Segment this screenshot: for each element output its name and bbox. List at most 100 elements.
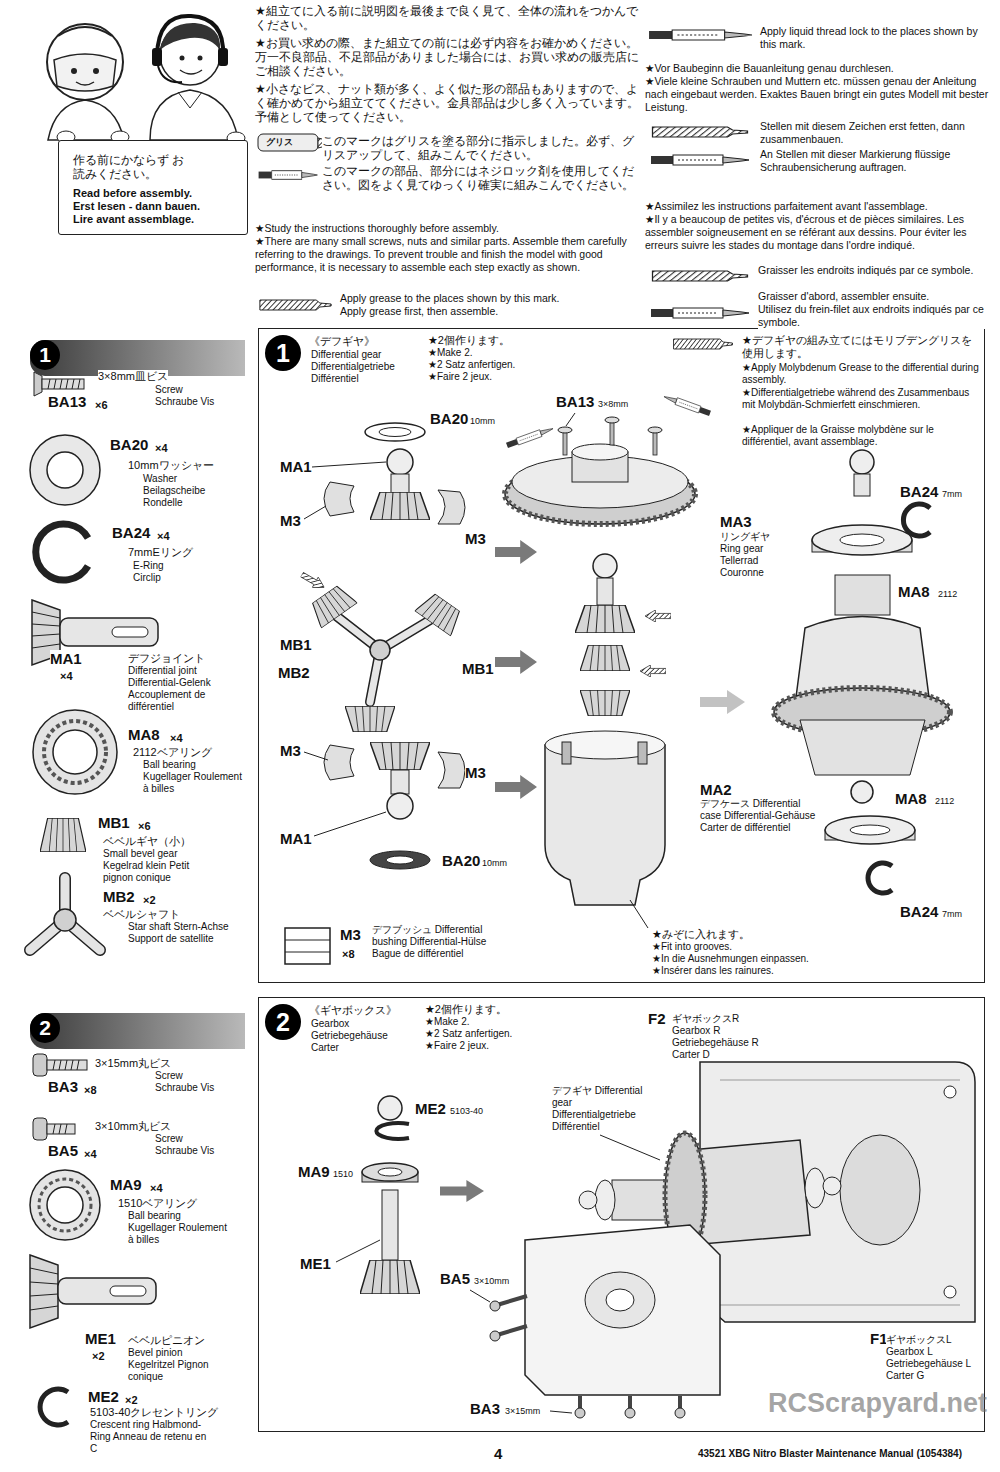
diff-stack [566,413,575,426]
intro-icons [259,171,318,180]
bushing-icon [285,940,330,952]
part-code: MB2 [278,664,310,681]
part-note: ベベルシャフト [103,908,180,921]
cartoon-kid [93,68,99,74]
instruction-text: Graisser d'abord, assembler ensuite. [758,290,990,303]
pinion-parts [440,1180,484,1202]
part-description: Screw Schraube Vis [155,1070,215,1094]
instruction-text: ★Study the instructions thoroughly befor… [255,222,645,235]
instruction-text: Stellen mit diesem Zeichen erst fetten, … [760,120,985,146]
diff-parts-middle [415,590,466,637]
part-description: デフギヤ Differential gear Differentialgetri… [552,1085,657,1133]
part-description: デフケース Differential case Differential-Geh… [700,798,822,834]
instruction-text: ★小さなビス、ナット類が多く、よく似た形の部品もありますので、よく確かめてから組… [255,82,640,124]
cartoon-kid [54,54,116,91]
part-note: デフジョイント [128,652,205,665]
part-code: MA8 [898,583,930,600]
gearbox-assembly [805,1168,825,1208]
part-description: デフブッシュ Differential bushing Differential… [372,924,497,960]
instruction-text: ★お買い求めの際、また組立ての前には必ず内容をお確かめください。万一不良部品、不… [255,36,640,78]
part-code: F1 [870,1330,888,1347]
step-panel: 2《ギヤボックス》Gearbox Getriebegehäuse Carter [258,997,985,1432]
cartoon-man [160,23,220,50]
cartoon-man [180,70,202,74]
part-code: MA1 [280,830,312,847]
diff-parts-bottom [314,812,386,836]
part-code: BA3 [48,1078,78,1095]
intro-icons [653,127,748,137]
screws [470,1290,490,1302]
cartoon-man [178,92,202,108]
screws [575,1408,585,1418]
part-description: Ball bearing Kugellager Roulement à bill… [143,759,243,795]
part-note: 1510ベアリング [118,1197,197,1210]
parts-list-step-1 [44,721,106,783]
diff-assembled [851,781,873,803]
diff-assembled [825,816,915,844]
instruction-text: ★組立てに入る前に説明図を最後まで良く見て、全体の流れをつかんでください。 [255,4,640,32]
quantity: ×4 [150,1182,163,1195]
step-number: 1 [265,335,301,371]
parts-list-step-2 [33,1054,47,1076]
part-code: M3 [280,512,301,529]
step-number: 1 [30,340,60,370]
part-note: 《ギヤボックス》 [309,1004,397,1017]
part-code: MA3 [720,513,752,530]
parts-list-step-1 [42,379,84,389]
diff-assembled [812,525,912,555]
part-code: F2 [648,1010,666,1027]
diff-assembled [835,575,890,615]
sign-text: Read before assembly. Erst lesen - dann … [73,187,213,226]
diff-stack [563,430,567,455]
instruction-text: ★Assimilez les instructions parfaitement… [645,200,990,213]
gearbox-assembly [606,1289,634,1311]
pinion-parts [376,1123,409,1139]
instruction-text: Apply grease to the places shown by this… [340,292,640,305]
part-code: ME1 [300,1255,331,1272]
instruction-text: ★There are many small screws, nuts and s… [255,235,645,274]
diff-parts-middle [335,615,430,702]
diff-stack [653,430,657,455]
quantity: ×2 [92,1350,105,1363]
gearbox-assembly [840,1135,920,1245]
diff-stack [562,742,571,764]
cartoon-man [180,56,185,61]
size-note: 3×8mm [598,399,628,410]
part-code: MA1 [280,458,312,475]
intro-icons [258,134,318,151]
part-code: M3 [465,530,486,547]
part-code: ME2 [88,1388,119,1405]
size-note: 2112 [938,589,957,600]
diff-parts-bottom [370,851,430,869]
part-code: MB1 [462,660,494,677]
part-description: ★Appliquer de la Graisse molybdène sur l… [742,424,982,448]
intro-icons [653,271,748,281]
icon-tag: グリス [266,137,293,148]
parts-list-step-1 [36,524,88,580]
gearbox-assembly [944,1086,956,1098]
part-description: Crescent ring Halbmond-Ring Anneau de re… [90,1419,210,1455]
bushing-icon [285,928,330,964]
instruction-text: Utilisez du frein-filet aux endroits ind… [758,303,990,329]
part-note: 3×10mm丸ビス [95,1120,171,1133]
size-note: 3×10mm [474,1276,509,1287]
quantity: ×2 [143,894,156,907]
parts-list-step-2 [110,1286,146,1296]
part-code: MA8 [895,790,927,807]
pinion-parts [360,1260,420,1294]
diff-assembled [903,504,930,536]
instruction-text: Apply grease first, then assemble. [340,305,640,318]
diff-parts-middle [299,569,328,592]
diff-stack [558,427,572,433]
parts-list-step-1 [30,435,100,505]
intro-icons [649,30,752,40]
gearbox-assembly [585,1272,655,1328]
diff-parts-top [304,506,326,519]
parts-list-step-1 [32,612,60,648]
parts-list-step-1 [53,730,97,774]
part-code: MB1 [98,814,130,831]
part-description: ★In die Ausnehmungen einpassen. [652,953,809,965]
part-note: 7mmEリング [128,546,193,559]
part-description: Screw Schraube Vis [155,384,215,408]
